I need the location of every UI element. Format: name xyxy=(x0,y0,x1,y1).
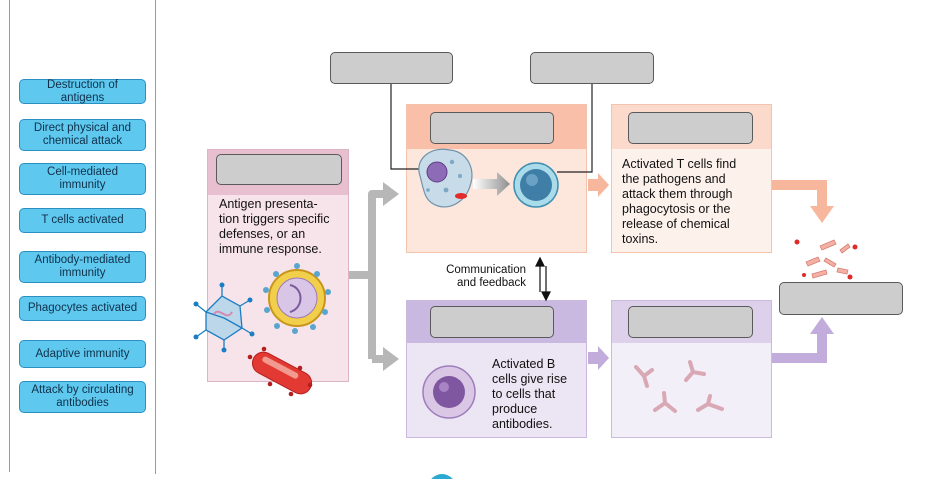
drop-box-t-cell[interactable] xyxy=(430,112,554,144)
t-cell xyxy=(513,162,559,208)
label-direct-physical-chemical-attack[interactable]: Direct physical and chemical attack xyxy=(19,119,146,151)
virus xyxy=(195,285,253,350)
left-divider xyxy=(9,0,10,472)
t-cell-text: Activated T cells find the pathogens and… xyxy=(622,157,737,246)
antigen-text: Antigen presenta- tion triggers specific… xyxy=(219,197,330,256)
right-divider xyxy=(155,0,156,474)
drop-box-t-cell-action[interactable] xyxy=(628,112,753,144)
bacterium xyxy=(247,346,313,397)
antigen-panel xyxy=(207,149,349,382)
connector-line-left xyxy=(390,84,422,170)
feedback-arrows xyxy=(535,256,551,302)
connector-line-right xyxy=(557,84,593,173)
antibodies xyxy=(634,360,724,413)
label-destruction-of-antigens[interactable]: Destruction of antigens xyxy=(19,79,146,104)
purple-arrow-mid xyxy=(588,346,609,370)
label-adaptive-immunity[interactable]: Adaptive immunity xyxy=(19,340,146,368)
label-attack-by-circulating-antibodies[interactable]: Attack by circulating antibodies xyxy=(19,381,146,413)
label-cell-mediated-immunity[interactable]: Cell-mediated immunity xyxy=(19,163,146,195)
gray-arrowhead-bottom xyxy=(383,347,399,371)
feedback-label: Communication and feedback xyxy=(446,264,526,289)
activation-arrow xyxy=(473,172,510,196)
enveloped-virus xyxy=(268,269,326,327)
gray-arrowhead-top xyxy=(383,182,399,206)
drop-box-top-left[interactable] xyxy=(330,52,453,84)
label-t-cells-activated[interactable]: T cells activated xyxy=(19,208,146,233)
label-phagocytes-activated[interactable]: Phagocytes activated xyxy=(19,296,146,321)
drop-box-outcome[interactable] xyxy=(779,282,903,315)
peach-arrow-mid xyxy=(588,173,609,197)
purple-arrow-right xyxy=(772,332,827,363)
b-cell xyxy=(422,365,476,419)
drop-box-top-right[interactable] xyxy=(530,52,654,84)
b-cell-text: Activated B cells give rise to cells tha… xyxy=(492,357,568,431)
virus-spikes xyxy=(263,263,331,334)
drop-box-antibody[interactable] xyxy=(628,306,753,338)
drop-box-b-cell[interactable] xyxy=(430,306,554,338)
gray-branch-arrow xyxy=(349,190,385,363)
label-antibody-mediated-immunity[interactable]: Antibody-mediated immunity xyxy=(19,251,146,283)
drop-box-antigen[interactable] xyxy=(216,154,342,185)
antigen-fragments xyxy=(805,239,851,279)
antigen-presenting-cell xyxy=(418,148,473,208)
help-indicator xyxy=(431,474,453,479)
peach-arrow-right xyxy=(772,180,827,208)
